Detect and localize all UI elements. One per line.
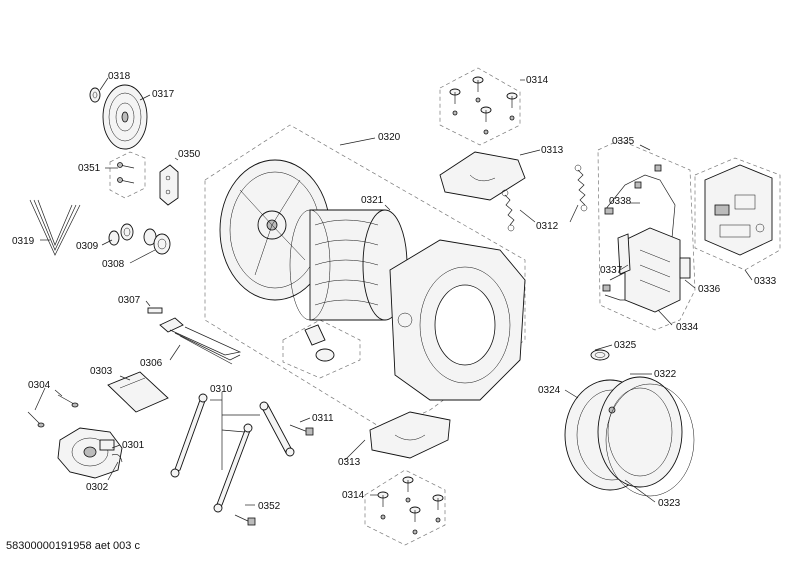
clamp-325-part (590, 349, 610, 361)
label-0302: 0302 (86, 482, 109, 493)
motor-clip-part (111, 453, 123, 463)
label-0335: 0335 (612, 136, 635, 147)
label-0337: 0337 (600, 265, 623, 276)
label-0303: 0303 (90, 366, 113, 377)
label-0311: 0311 (312, 413, 334, 424)
label-0319: 0319 (12, 236, 35, 247)
connector-336-part (679, 257, 691, 279)
label-0333: 0333 (754, 276, 777, 287)
label-0314-top: 0314 (526, 75, 549, 86)
frame-screws-top (439, 67, 521, 146)
instruction-sheet-part (107, 371, 169, 413)
door-clamp-323-part (605, 383, 695, 497)
label-0306: 0306 (140, 358, 163, 369)
frame-electronics (597, 139, 696, 331)
tub-cap-part (315, 348, 335, 362)
label-0313-top: 0313 (541, 145, 564, 156)
counterweight-block-part (159, 164, 179, 206)
frame-board (694, 157, 781, 271)
shock-absorber-mid-part (213, 423, 253, 513)
label-0317: 0317 (152, 89, 175, 100)
shock-absorber-left-part (170, 393, 208, 478)
springs-part (501, 164, 588, 232)
tub-front-part (389, 239, 526, 401)
bearing-309-part (108, 223, 134, 246)
label-0323: 0323 (658, 498, 681, 509)
drive-belt-part (29, 199, 81, 256)
part-labels: 0318 0317 0314 0320 0351 0350 0313 0335 … (12, 71, 777, 512)
screws-351-part (117, 162, 135, 184)
label-0308: 0308 (102, 259, 125, 270)
motor-part (57, 427, 123, 479)
label-0310: 0310 (210, 384, 233, 395)
heater-element-part (159, 317, 242, 365)
label-0338: 0338 (609, 196, 632, 207)
power-board-part (704, 164, 773, 256)
frame-screws-351 (109, 151, 146, 199)
pins-304-part (27, 394, 79, 428)
label-0321: 0321 (361, 195, 384, 206)
label-0304: 0304 (28, 380, 51, 391)
label-0322: 0322 (654, 369, 677, 380)
screws-314-bottom-part (377, 476, 444, 535)
bolt-311-part (289, 424, 314, 436)
label-0309: 0309 (76, 241, 99, 252)
label-0320: 0320 (378, 132, 401, 143)
screws-314-top-part (449, 76, 518, 135)
pulley-part (102, 84, 148, 150)
label-0313-bottom: 0313 (338, 457, 361, 468)
door-seal-ring-part (597, 376, 683, 488)
label-0334: 0334 (676, 322, 699, 333)
label-0351: 0351 (78, 163, 101, 174)
module-bracket-part (617, 233, 631, 275)
label-0307: 0307 (118, 295, 141, 306)
counterweight-bottom-part (369, 411, 451, 459)
sensor-307-part (147, 307, 163, 314)
pulley-nut-part (89, 87, 101, 103)
leader-lines (34, 77, 753, 506)
label-0336: 0336 (698, 284, 721, 295)
label-0350: 0350 (178, 149, 201, 160)
tub-clip-part (304, 324, 326, 346)
label-0314-bottom: 0314 (342, 490, 365, 501)
frame-screws-bottom (364, 469, 446, 546)
label-0325: 0325 (614, 340, 637, 351)
bolt-352-part (234, 514, 256, 526)
counterweight-top-part (439, 151, 526, 201)
drawing-reference-footer: 58300000191958 aet 003 c (6, 540, 140, 552)
control-module-part (624, 227, 681, 313)
shock-absorber-right-part (259, 401, 295, 457)
tub-rear-part (219, 159, 331, 301)
bearing-308-part (143, 228, 171, 255)
label-0352: 0352 (258, 501, 281, 512)
label-0312: 0312 (536, 221, 559, 232)
label-0318: 0318 (108, 71, 131, 82)
label-0301: 0301 (122, 440, 145, 451)
label-0324: 0324 (538, 385, 561, 396)
